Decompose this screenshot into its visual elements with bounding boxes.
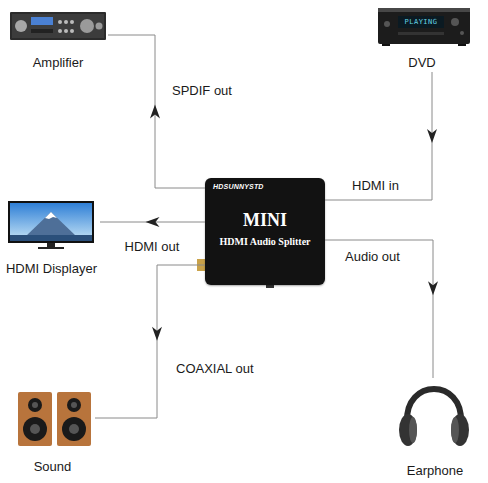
arrow-head [428, 281, 438, 295]
dvd-display [398, 16, 444, 28]
connector-line [325, 72, 432, 200]
headphone-cushion [451, 417, 459, 443]
dvd-foot [458, 44, 466, 46]
tv-ground [10, 235, 92, 241]
connector-line [95, 265, 205, 418]
connector-line [325, 240, 433, 378]
display-text: PLAYING [405, 18, 438, 26]
speaker-tweeter [28, 398, 42, 412]
tv-image [8, 201, 94, 249]
dvd-top [378, 8, 470, 12]
dvd-tray [398, 32, 444, 35]
amplifier-button [64, 20, 68, 24]
speaker-woofer [23, 417, 47, 441]
speaker-cabinet [18, 392, 52, 446]
device-node: Earphone [390, 378, 480, 480]
headphone-cup [451, 414, 469, 446]
dvd-body [378, 8, 470, 44]
speaker-cabinet [57, 392, 91, 446]
device-text: MINI [205, 210, 325, 231]
headphone-cushion [409, 417, 417, 443]
tv-mountain [26, 212, 76, 236]
dvd-knob [451, 18, 459, 26]
node-caption: Sound [0, 459, 105, 474]
node-caption: Amplifier [0, 55, 118, 70]
amplifier-panel [12, 14, 104, 38]
device-node: Sound [10, 388, 95, 476]
tv-base [38, 247, 64, 249]
device-text: HDMI Audio Splitter [205, 236, 325, 247]
connector-line [108, 35, 205, 188]
port-label: HDMI out [125, 239, 180, 254]
signal-connector [325, 240, 438, 378]
device-box: HDSUNNYSTD MINI HDMI Audio Splitter [205, 178, 325, 285]
node-caption: Earphone [380, 463, 488, 478]
tv-snowcap [45, 212, 57, 219]
amplifier-display [31, 17, 53, 25]
amplifier-button [70, 20, 74, 24]
tv-screen [10, 203, 92, 241]
speaker-cap [71, 402, 77, 408]
port-label: SPDIF out [172, 83, 232, 98]
dvd-foot [382, 44, 390, 46]
device-node: DVD [372, 0, 472, 72]
port-label: HDMI in [352, 178, 399, 193]
amplifier-button [58, 29, 62, 33]
port-label: Audio out [345, 249, 400, 264]
headphone-image [399, 389, 469, 446]
amplifier-button [70, 29, 74, 33]
signal-connector [325, 72, 437, 200]
speaker-cap [30, 424, 40, 434]
device-node: Amplifier [8, 6, 108, 72]
node-caption: HDMI Displayer [0, 261, 110, 276]
arrow-head [146, 217, 160, 227]
speaker-woofer [62, 417, 86, 441]
headphone-cup [399, 414, 417, 446]
tv-stand [47, 243, 55, 247]
amplifier-knob [15, 20, 27, 32]
port-label: COAXIAL out [176, 361, 254, 376]
amplifier-button [58, 20, 62, 24]
dvd-button [384, 21, 390, 27]
signal-connector [95, 265, 205, 418]
signal-connector [108, 35, 205, 188]
arrow-head [427, 129, 437, 143]
speaker-tweeter [67, 398, 81, 412]
amplifier-knob [96, 23, 103, 30]
arrow-head [150, 105, 160, 119]
device-text: HDSUNNYSTD [213, 183, 264, 190]
speaker-cap [32, 402, 38, 408]
tv-bezel [8, 201, 94, 243]
amplifier-slot [31, 29, 53, 33]
signal-connector [100, 217, 205, 227]
dvd-button [460, 31, 464, 35]
speaker-image [18, 392, 91, 446]
amplifier-image [10, 12, 106, 40]
amplifier-body [10, 12, 106, 40]
dvd-image [378, 8, 470, 46]
amplifier-button [64, 29, 68, 33]
headphone-band [407, 389, 461, 422]
arrow-head [152, 327, 162, 341]
device-node: HDMI Displayer [3, 198, 100, 278]
speaker-cap [69, 424, 79, 434]
amplifier-knob [80, 19, 94, 33]
connector-line [100, 222, 205, 223]
node-caption: DVD [362, 55, 482, 70]
